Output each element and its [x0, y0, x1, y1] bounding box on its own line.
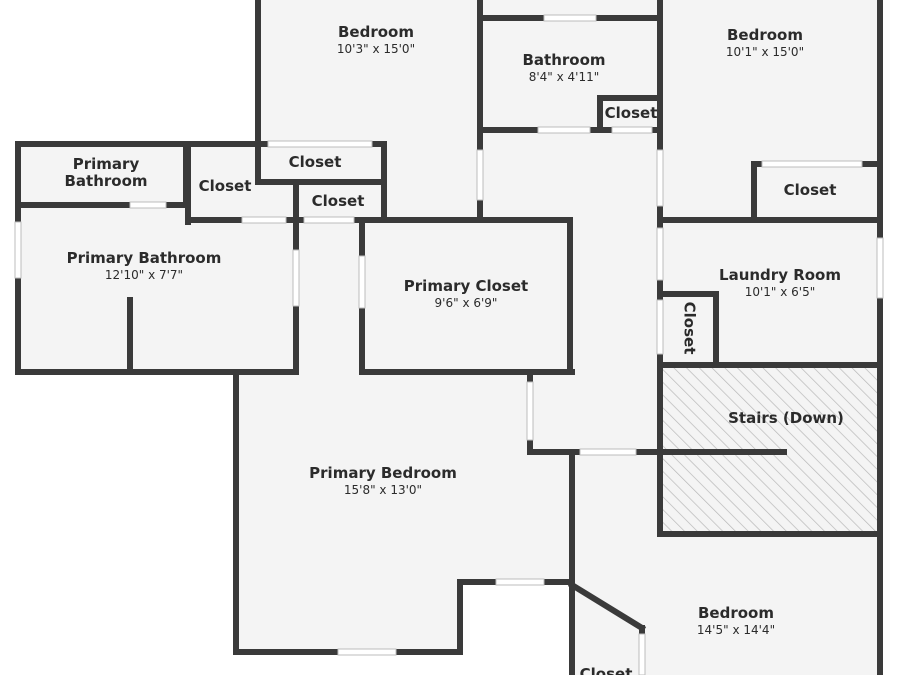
- room-label-closet-vertical: Closet: [680, 301, 699, 355]
- room-name: Primary Closet: [403, 277, 529, 295]
- room-name: Closet: [198, 177, 252, 195]
- room-label-primary-closet: Primary Closet 9'6" x 6'9": [403, 277, 529, 311]
- room-name: Closet: [604, 104, 658, 122]
- room-name: Bathroom: [522, 51, 606, 69]
- room-dimensions: 9'6" x 6'9": [434, 296, 498, 311]
- room-label-closet-bath: Closet: [604, 104, 658, 122]
- room-name: Closet: [680, 301, 699, 355]
- room-name: Closet: [288, 153, 342, 171]
- room-label-bedroom-top-left: Bedroom 10'3" x 15'0": [336, 23, 416, 57]
- room-label-primary-bathroom: Primary Bathroom 12'10" x 7'7": [66, 249, 222, 283]
- room-name: Closet: [311, 192, 365, 210]
- room-name: Primary Bathroom: [66, 249, 222, 267]
- room-label-stairs: Stairs (Down): [728, 409, 844, 427]
- room-dimensions: 15'8" x 13'0": [343, 483, 423, 498]
- room-name: Bedroom: [698, 604, 774, 622]
- room-name: Bedroom: [727, 26, 803, 44]
- room-label-primary-bathroom-small: Primary Bathroom: [64, 155, 148, 191]
- room-name: Primary Bathroom: [64, 155, 148, 191]
- room-label-closet-right: Closet: [783, 181, 837, 199]
- room-dimensions: 14'5" x 14'4": [696, 623, 776, 638]
- room-name: Laundry Room: [719, 266, 841, 284]
- room-name: Bedroom: [338, 23, 414, 41]
- floor-areas: [18, 0, 882, 675]
- room-label-closet-c: Closet: [311, 192, 365, 210]
- room-dimensions: 10'3" x 15'0": [336, 42, 416, 57]
- room-name: Closet: [783, 181, 837, 199]
- room-label-laundry: Laundry Room 10'1" x 6'5": [719, 266, 841, 300]
- room-label-primary-bedroom: Primary Bedroom 15'8" x 13'0": [309, 464, 457, 498]
- room-label-closet-a: Closet: [288, 153, 342, 171]
- room-name: Primary Bedroom: [309, 464, 457, 482]
- room-dimensions: 10'1" x 15'0": [725, 45, 805, 60]
- room-label-bathroom: Bathroom 8'4" x 4'11": [522, 51, 606, 85]
- room-dimensions: 8'4" x 4'11": [528, 70, 600, 85]
- room-dimensions: 10'1" x 6'5": [744, 285, 816, 300]
- windows: [14, 14, 884, 675]
- room-label-bedroom-top-right: Bedroom 10'1" x 15'0": [725, 26, 805, 60]
- room-label-bedroom-bottom: Bedroom 14'5" x 14'4": [696, 604, 776, 638]
- room-name: Closet: [579, 665, 633, 675]
- room-label-closet-bottom: Closet: [579, 665, 633, 675]
- room-dimensions: 12'10" x 7'7": [104, 268, 184, 283]
- room-label-closet-b: Closet: [198, 177, 252, 195]
- room-name: Stairs (Down): [728, 409, 844, 427]
